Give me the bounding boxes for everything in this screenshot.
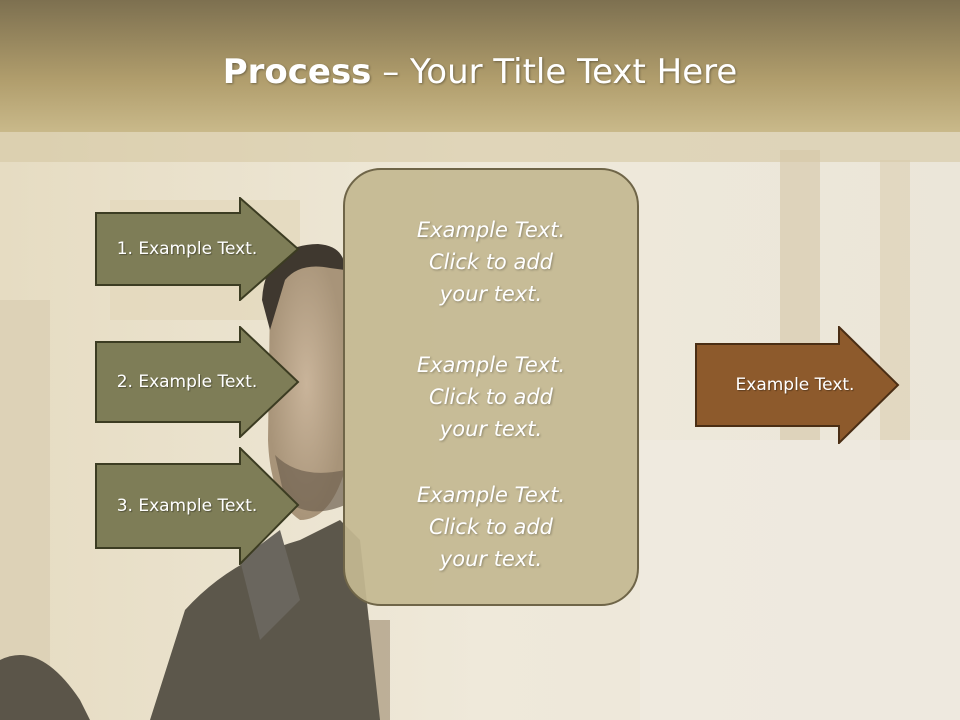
step-label-3: 3. Example Text. — [116, 496, 258, 516]
step-label-2: 2. Example Text. — [116, 372, 258, 392]
step-arrow-1[interactable]: 1. Example Text. — [95, 197, 300, 301]
center-text-block-1: Example Text. Click to add your text. — [345, 214, 637, 310]
center-line: your text. — [439, 417, 543, 441]
result-arrow-shape — [695, 326, 900, 444]
result-label: Example Text. — [735, 375, 855, 395]
center-line: your text. — [439, 282, 543, 306]
step-arrow-3[interactable]: 3. Example Text. — [95, 447, 300, 565]
step-arrow-shape — [95, 197, 300, 301]
center-line: Example Text. — [416, 218, 566, 242]
step-arrow-shape — [95, 447, 300, 565]
center-line: Example Text. — [416, 483, 566, 507]
result-arrow[interactable]: Example Text. — [695, 326, 900, 444]
center-text-block-2: Example Text. Click to add your text. — [345, 349, 637, 445]
center-line: Click to add — [428, 385, 553, 409]
center-line: Click to add — [428, 515, 553, 539]
center-line: Click to add — [428, 250, 553, 274]
step-label-1: 1. Example Text. — [116, 239, 258, 259]
center-text-box[interactable]: Example Text. Click to add your text. Ex… — [343, 168, 639, 606]
slide-title: Process – Your Title Text Here — [0, 52, 960, 92]
center-line: your text. — [439, 547, 543, 571]
center-line: Example Text. — [416, 353, 566, 377]
center-text-block-3: Example Text. Click to add your text. — [345, 479, 637, 575]
step-arrow-shape — [95, 326, 300, 438]
step-arrow-2[interactable]: 2. Example Text. — [95, 326, 300, 438]
title-rest: – Your Title Text Here — [371, 52, 738, 92]
title-bold: Process — [222, 52, 372, 92]
